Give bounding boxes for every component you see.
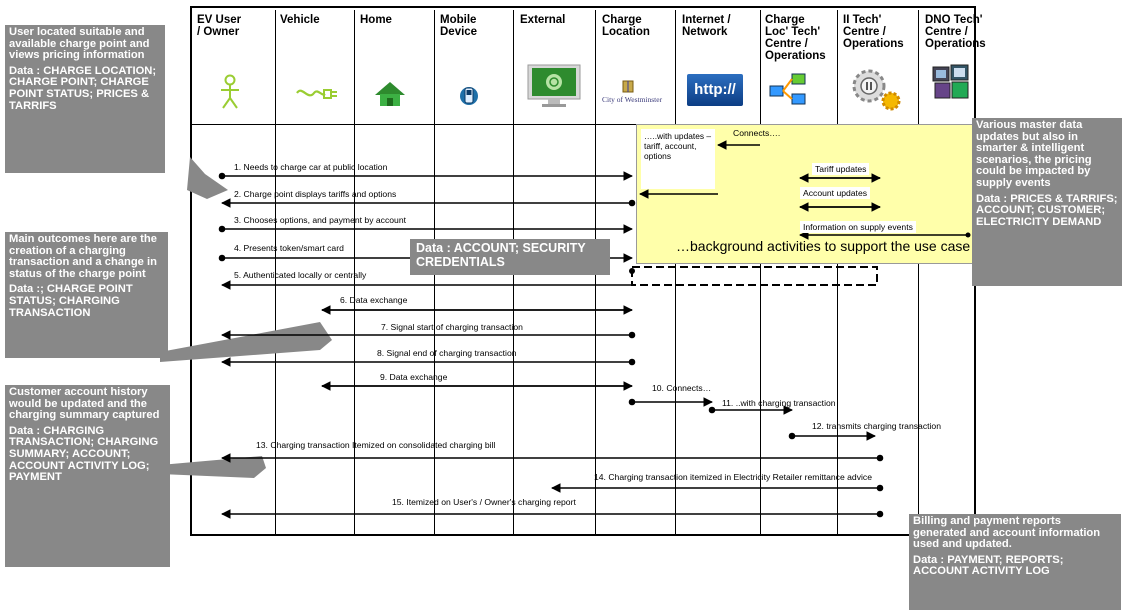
- lane-divider: [918, 10, 919, 534]
- header-home: Home: [360, 14, 392, 26]
- supply-events-label: Information on supply events: [800, 221, 916, 233]
- callout-text: Customer account history would be update…: [9, 386, 160, 422]
- city-crest-icon: [622, 80, 634, 93]
- callout-data: Data : CHARGING TRANSACTION; CHARGING SU…: [9, 424, 159, 484]
- message-12: 12. transmits charging transaction: [812, 421, 941, 431]
- callout-text: User located suitable and available char…: [9, 26, 150, 62]
- callout-account-history: Customer account history would be update…: [5, 385, 170, 567]
- callout-main-outcomes: Main outcomes here are the creation of a…: [5, 232, 168, 358]
- header-divider: [190, 124, 976, 125]
- header-external: External: [520, 14, 566, 26]
- lane-divider: [275, 10, 276, 534]
- message-2: 2. Charge point displays tariffs and opt…: [234, 189, 397, 199]
- message-7: 7. Signal start of charging transaction: [381, 322, 523, 332]
- message-1: 1. Needs to charge car at public locatio…: [234, 162, 388, 172]
- message-9: 9. Data exchange: [380, 372, 448, 382]
- message-11: 11. ..with charging transaction: [722, 398, 836, 408]
- header-dno-tech: DNO Tech'Centre /Operations: [925, 14, 986, 50]
- message-5: 5. Authenticated locally or centrally: [234, 270, 367, 280]
- message-10: 10. Connects…: [652, 383, 712, 393]
- network-computers-icon: [769, 73, 806, 105]
- callout-data: Data : PRICES & TARRIFS; ACCOUNT; CUSTOM…: [976, 192, 1118, 228]
- message-13: 13. Charging transaction Itemized on con…: [256, 440, 496, 450]
- tariff-updates-label: Tariff updates: [812, 163, 870, 175]
- header-ev-user: EV User/ Owner: [197, 14, 242, 38]
- callout-master-data-updates: Various master data updates but also in …: [972, 118, 1122, 286]
- message-4: 4. Presents token/smart card: [234, 243, 344, 253]
- callout-billing-reports: Billing and payment reports generated an…: [909, 514, 1121, 610]
- security-credentials-box: Data : ACCOUNT; SECURITY CREDENTIALS: [410, 239, 610, 275]
- http-label: http://: [694, 81, 736, 98]
- lane-divider: [675, 10, 676, 534]
- message-8: 8. Signal end of charging transaction: [377, 348, 517, 358]
- city-of-westminster-label: City of Westminster: [602, 95, 663, 104]
- ev-plug-icon: [296, 89, 337, 99]
- callout-data: Data : PAYMENT; REPORTS; ACCOUNT ACTIVIT…: [913, 553, 1064, 578]
- lane-divider: [354, 10, 355, 534]
- background-activities-label: …background activities to support the us…: [676, 238, 971, 254]
- account-updates-label: Account updates: [800, 187, 871, 199]
- message-14: 14. Charging transaction itemized in Ele…: [594, 472, 872, 482]
- callout-data: Data :; CHARGE POINT STATUS; CHARGING TR…: [9, 283, 133, 319]
- header-vehicle: Vehicle: [280, 14, 320, 26]
- updates-note: …..with updates – tariff, account, optio…: [641, 129, 715, 189]
- message-6: 6. Data exchange: [340, 295, 408, 305]
- callout-data: Data : CHARGE LOCATION; CHARGE POINT; CH…: [9, 64, 157, 112]
- gears-icon: [852, 69, 901, 111]
- http-icon: http://: [687, 74, 743, 106]
- message-15: 15. Itemized on User's / Owner's chargin…: [392, 497, 576, 507]
- lane-divider: [760, 10, 761, 534]
- connects-label: Connects….: [730, 127, 784, 139]
- callout-text: Various master data updates but also in …: [976, 119, 1092, 189]
- header-ii-tech: II Tech'Centre /Operations: [843, 14, 904, 50]
- callout-text: Main outcomes here are the creation of a…: [9, 233, 157, 280]
- person-icon: [221, 74, 239, 109]
- screens-icon: [932, 64, 969, 99]
- message-3: 3. Chooses options, and payment by accou…: [234, 215, 406, 225]
- monitor-icon: [527, 64, 581, 107]
- callout-locate-charge-point: User located suitable and available char…: [5, 25, 165, 173]
- mobile-phone-icon: [460, 87, 478, 105]
- house-icon: [375, 82, 405, 106]
- lane-divider: [837, 10, 838, 534]
- header-internet: Internet /Network: [682, 14, 731, 38]
- callout-text: Billing and payment reports generated an…: [913, 515, 1101, 551]
